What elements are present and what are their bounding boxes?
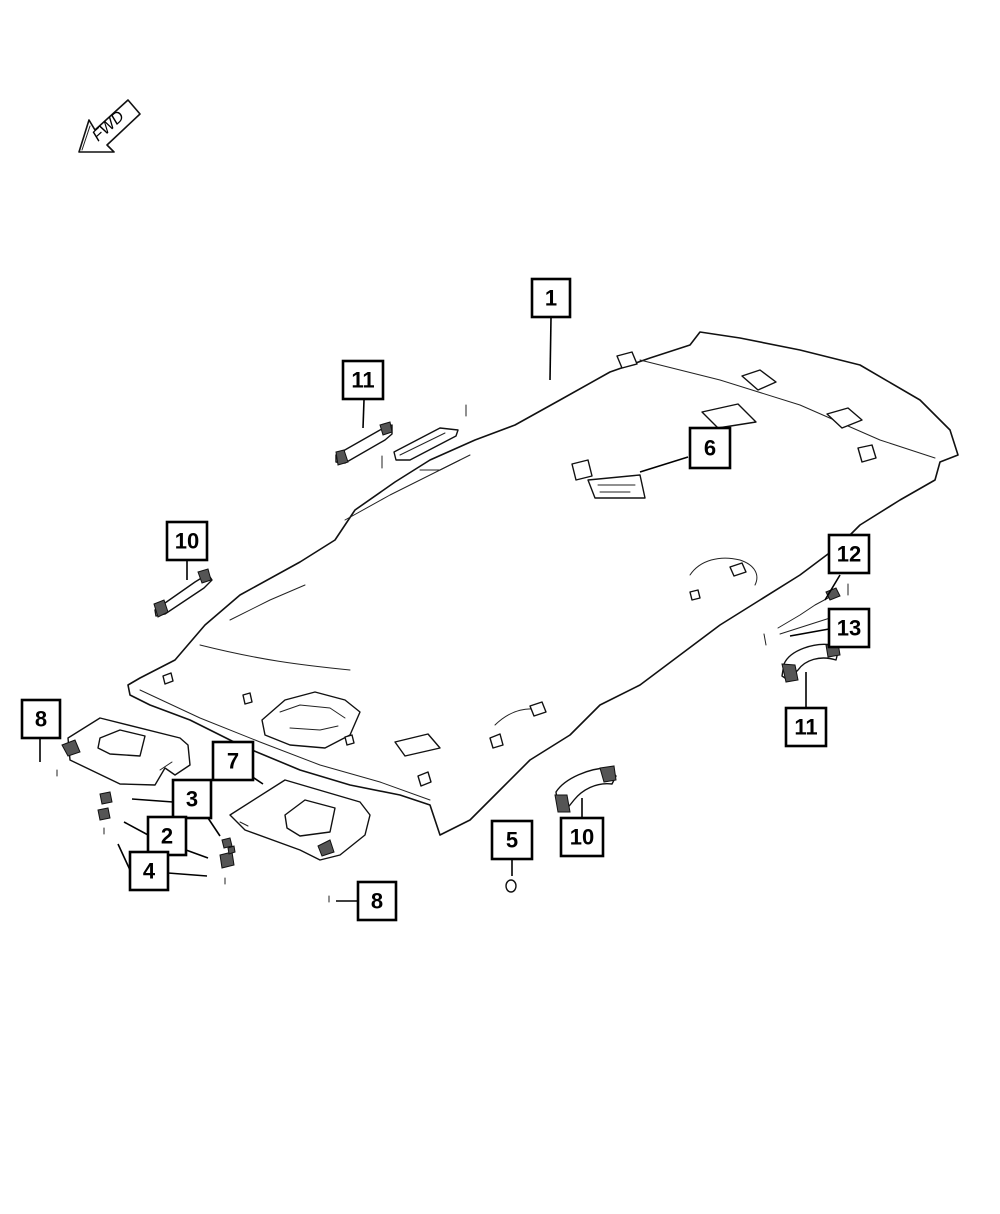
callout-3: 3 [171, 778, 213, 820]
svg-text:1: 1 [545, 286, 557, 311]
sun-visor-right [229, 779, 371, 861]
svg-text:11: 11 [351, 368, 374, 393]
callout-13: 13 [827, 607, 871, 649]
grab-handle-left-middle [153, 568, 213, 618]
svg-text:6: 6 [704, 436, 716, 461]
svg-text:3: 3 [186, 787, 198, 812]
grab-handle-front-right [554, 765, 617, 813]
grab-handle-right [781, 642, 841, 683]
headliner-panel [127, 331, 959, 836]
callout-4: 4 [128, 850, 170, 892]
callout-5: 5 [490, 819, 534, 861]
forward-direction-arrow-icon: FWD [78, 99, 141, 153]
plug-part-5 [505, 879, 517, 893]
callout-1: 1 [530, 277, 572, 319]
fwd-label: FWD [89, 108, 128, 145]
callout-11-top: 11 [341, 359, 385, 401]
callout-8-bottom: 8 [356, 880, 398, 922]
callout-6: 6 [688, 426, 732, 470]
svg-text:8: 8 [371, 889, 383, 914]
svg-text:4: 4 [143, 859, 156, 884]
svg-text:12: 12 [837, 542, 861, 567]
svg-text:13: 13 [837, 616, 861, 641]
svg-text:11: 11 [794, 715, 817, 740]
visor-clips-and-screws [56, 769, 330, 903]
callout-8-left: 8 [20, 698, 62, 740]
callout-7: 7 [211, 740, 255, 782]
svg-text:5: 5 [506, 828, 518, 853]
svg-text:7: 7 [227, 749, 239, 774]
leader-lines [39, 317, 841, 902]
svg-text:10: 10 [175, 529, 199, 554]
callout-10-left: 10 [165, 520, 209, 562]
callout-12: 12 [827, 533, 871, 575]
callout-11-right: 11 [784, 706, 828, 748]
callout-10-bottom: 10 [559, 816, 605, 858]
svg-text:8: 8 [35, 707, 47, 732]
svg-text:2: 2 [161, 824, 173, 849]
grab-handle-rear-left [335, 404, 467, 469]
callout-2: 2 [146, 815, 188, 857]
svg-text:10: 10 [570, 825, 594, 850]
sun-visor-left [61, 717, 191, 786]
